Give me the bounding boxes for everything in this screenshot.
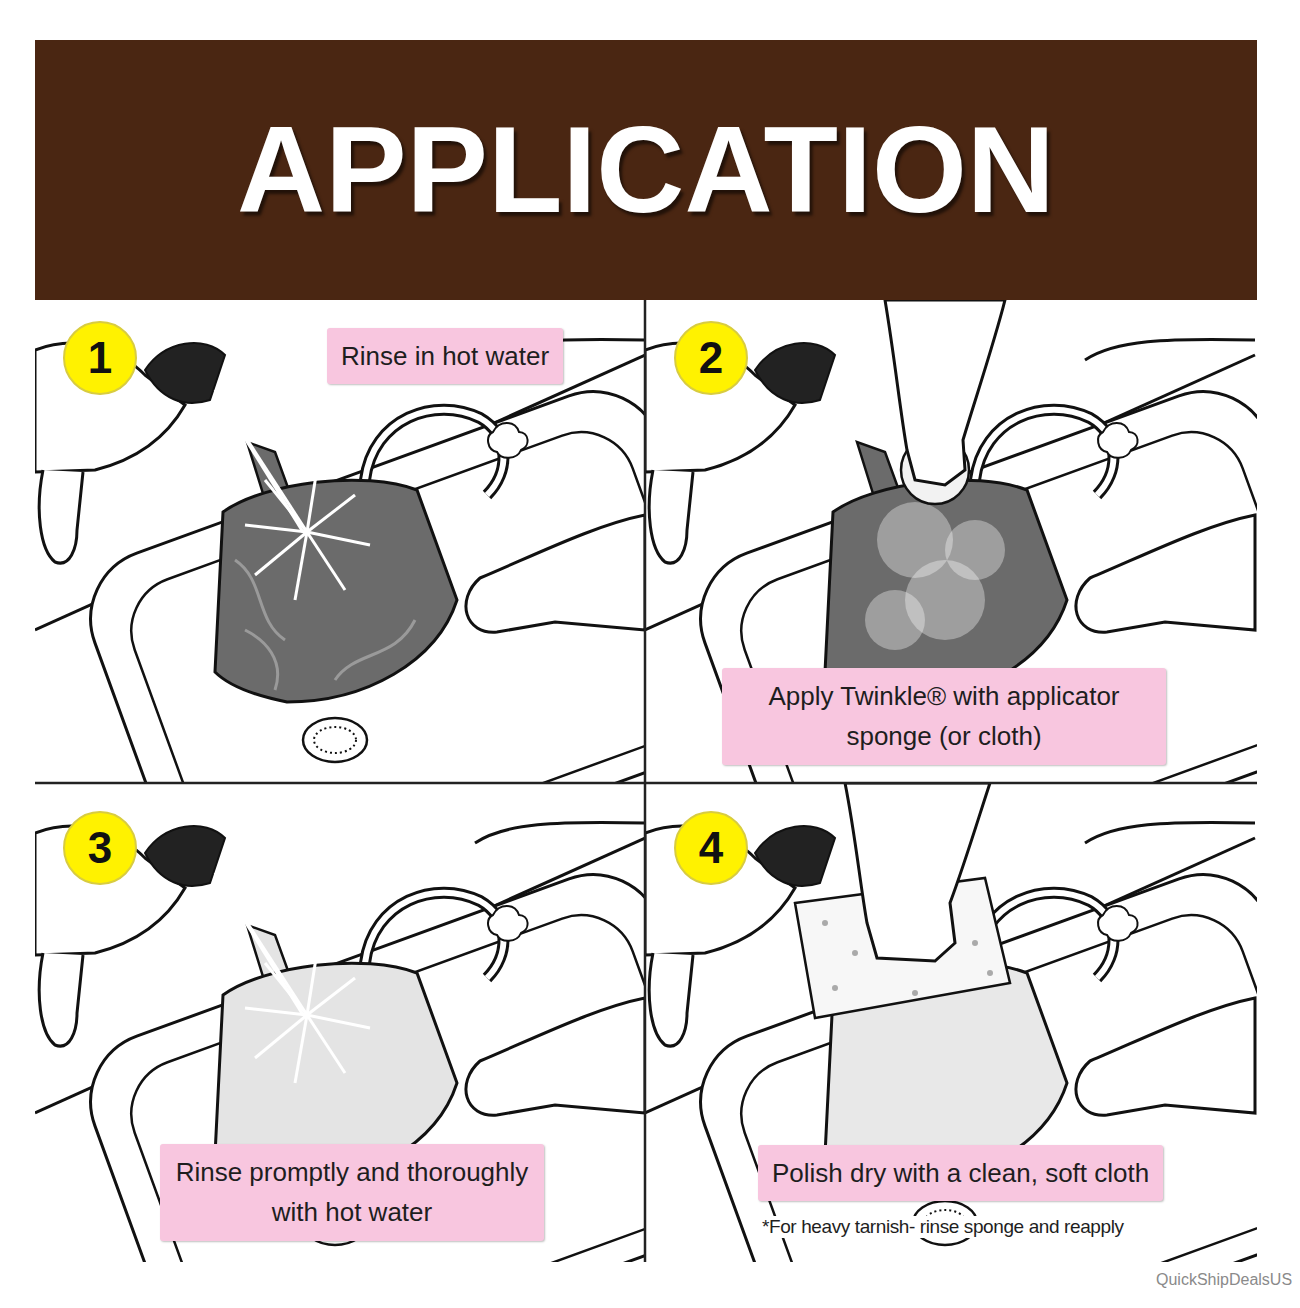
callout-number: 4 <box>674 811 748 885</box>
instruction-box: Apply Twinkle® with applicator sponge (o… <box>722 668 1166 765</box>
node-text: 1 <box>88 336 112 380</box>
instruction-box: Rinse in hot water <box>327 328 563 384</box>
kettle <box>215 410 528 702</box>
kettle <box>215 893 528 1185</box>
tarnish <box>235 560 415 690</box>
panel-polish <box>645 783 1257 1262</box>
sink <box>35 339 645 783</box>
sink <box>35 822 645 1262</box>
water-spray <box>215 390 370 600</box>
node-text: 3 <box>88 826 112 870</box>
foam <box>865 502 1005 650</box>
panel-apply <box>645 300 1257 783</box>
node-text: 4 <box>699 826 723 870</box>
hand <box>845 783 990 961</box>
callout-number: 3 <box>63 811 137 885</box>
hand <box>885 300 1005 485</box>
callout-number: 1 <box>63 321 137 395</box>
node-text: Apply Twinkle® with applicator sponge (o… <box>736 676 1152 757</box>
kettle <box>825 410 1138 702</box>
watermark: QuickShipDealsUS <box>1156 1271 1292 1289</box>
title-band <box>35 40 1257 300</box>
callout-number: 2 <box>674 321 748 395</box>
panel-rinse <box>35 339 645 783</box>
node-text: Rinse in hot water <box>341 336 549 376</box>
title: APPLICATION <box>237 109 1055 231</box>
water-spray <box>215 873 370 1083</box>
node-text: 2 <box>699 336 723 380</box>
panel-rinse-again <box>35 822 645 1262</box>
node-text: Polish dry with a clean, soft cloth <box>772 1153 1149 1193</box>
panel-grid <box>35 300 1257 1262</box>
node-text: Rinse promptly and thoroughly with hot w… <box>174 1152 530 1233</box>
title-band-text: APPLICATION <box>35 40 1257 300</box>
instruction-box: Rinse promptly and thoroughly with hot w… <box>160 1144 544 1241</box>
instruction-box: Polish dry with a clean, soft cloth <box>758 1145 1163 1201</box>
footnote: *For heavy tarnish- rinse sponge and rea… <box>758 1216 1128 1238</box>
